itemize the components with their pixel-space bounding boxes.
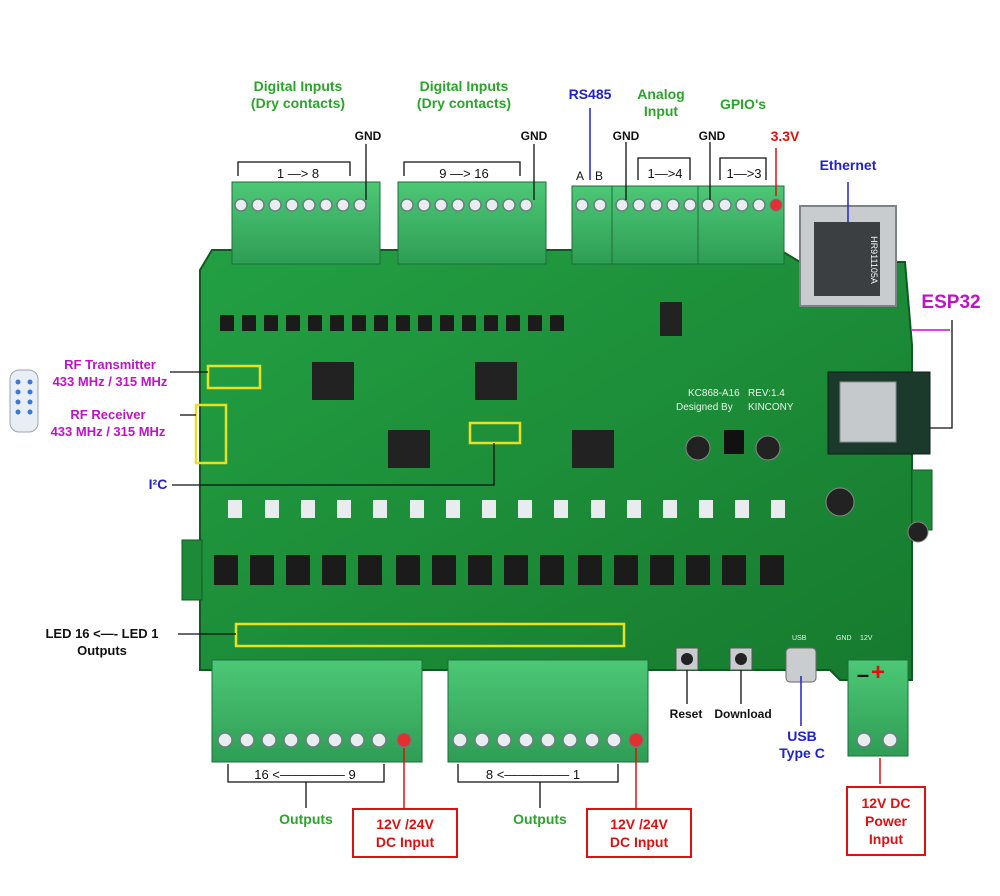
capacitors [685, 430, 929, 543]
silk-model: KC868-A16 [688, 388, 740, 399]
reset-label: Reset [669, 707, 703, 721]
dc-input-box-1: 12V /24V DC Input [352, 808, 458, 858]
range-1-8-label: 1 —> 8 [276, 166, 320, 181]
silk-12v: 12V [860, 635, 873, 642]
terminal-block-inputs-1-8 [231, 181, 381, 265]
optocouplers-row [228, 500, 785, 518]
top-screws [234, 198, 766, 212]
rf-remote-drawing [9, 369, 39, 433]
outputs-label-1: Outputs [279, 811, 333, 827]
silk-gnd: GND [836, 635, 852, 642]
rf-receiver-label: RF Receiver 433 MHz / 315 MHz [50, 407, 166, 439]
rj45-model-silk: HR911105A [869, 236, 879, 284]
led-outputs-label: LED 16 <—- LED 1 Outputs [45, 626, 159, 658]
led-row-highlight [234, 622, 626, 648]
silk-brand: KINCONY [748, 402, 794, 413]
rf-transmitter-label: RF Transmitter 433 MHz / 315 MHz [52, 357, 168, 389]
power-minus-sign: – [856, 662, 870, 687]
power-input-box: 12V DC Power Input [846, 786, 926, 856]
reset-button-drawing [675, 647, 699, 671]
gpio-33v-screw [769, 198, 783, 212]
gnd-label-3: GND [612, 129, 640, 143]
terminal-block-inputs-9-16 [397, 181, 547, 265]
gnd-label-1: GND [354, 129, 382, 143]
gnd-label-2: GND [520, 129, 548, 143]
esp32-module-drawing [827, 371, 931, 455]
analog-range-label: 1—>4 [647, 166, 683, 181]
ic-chips [312, 302, 682, 468]
i2c-label: I²C [148, 476, 168, 492]
gpio-range-label: 1—>3 [726, 166, 762, 181]
rs485-label: RS485 [568, 86, 612, 102]
3v3-label: 3.3V [770, 128, 800, 144]
outputs-16-9-range: 16 <————— 9 [254, 767, 356, 782]
pcb-outline [199, 249, 913, 681]
digital-inputs-1-label: Digital Inputs (Dry contacts) [250, 78, 346, 111]
dc-input-box-2: 12V /24V DC Input [586, 808, 692, 858]
rf-receiver-highlight [194, 403, 228, 465]
annotation-lines [170, 142, 953, 808]
silk-usb: USB [792, 635, 807, 642]
silk-rev: REV:1.4 [748, 388, 785, 399]
terminal-block-rs485 [571, 185, 613, 265]
rf-transmitter-highlight [206, 364, 262, 390]
mosfets-row [214, 555, 784, 585]
ethernet-label: Ethernet [819, 157, 877, 173]
i2c-header-highlight [468, 421, 522, 445]
rs485-b-label: B [594, 169, 603, 183]
gnd-label-4: GND [698, 129, 726, 143]
terminal-block-analog [611, 185, 699, 265]
outputs-8-1-range: 8 <————— 1 [485, 767, 581, 782]
range-9-16-label: 9 —> 16 [439, 166, 489, 181]
bottom-screws [217, 732, 622, 748]
digital-inputs-2-label: Digital Inputs (Dry contacts) [416, 78, 512, 111]
terminal-block-gpio [697, 185, 785, 265]
power-plus-sign: + [870, 659, 885, 686]
usb-type-c-label: USB Type C [779, 728, 825, 761]
download-label: Download [714, 707, 772, 721]
outputs-label-2: Outputs [513, 811, 567, 827]
ethernet-jack-drawing [799, 205, 897, 307]
esp32-label: ESP32 [921, 292, 981, 313]
rs485-a-label: A [575, 169, 584, 183]
download-button-drawing [729, 647, 753, 671]
gpio-label: GPIO's [719, 96, 767, 112]
silk-designed-by: Designed By [676, 402, 733, 413]
transistors-row-top [220, 315, 564, 331]
analog-input-label: Analog Input [637, 86, 685, 119]
